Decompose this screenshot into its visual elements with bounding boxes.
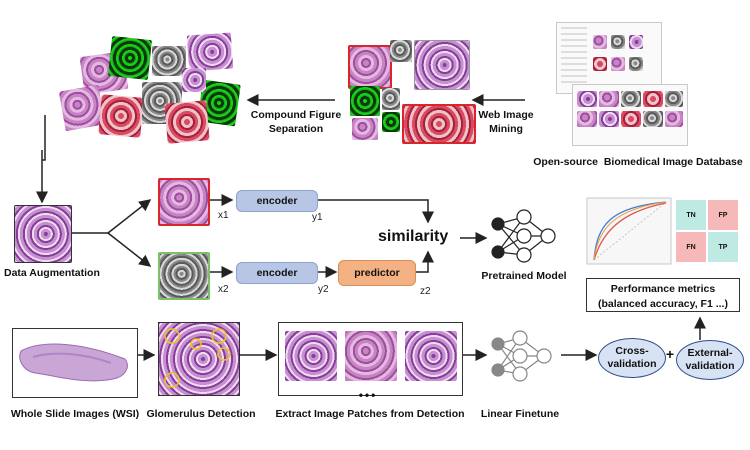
encoder-block-1: encoder	[236, 190, 318, 212]
line-to-augmentation	[42, 115, 46, 161]
detection-markers	[164, 328, 231, 388]
predictor-block: predictor	[338, 260, 416, 286]
arrow-fork-top	[107, 199, 152, 234]
var-y2: y2	[318, 284, 329, 295]
finetune-network-icon	[491, 330, 552, 382]
extract-patches-label: Extract Image Patches from Detection	[275, 408, 465, 420]
augmentation-input-image	[14, 205, 72, 263]
cm-fn: FN	[676, 232, 706, 262]
database-screenshots	[556, 22, 688, 147]
cross-validation-oval: Cross- validation	[598, 338, 666, 378]
var-x1: x1	[218, 210, 229, 221]
var-x2: x2	[218, 284, 229, 295]
performance-metrics-box: Performance metrics (balanced accuracy, …	[586, 278, 740, 312]
patches-ellipsis: •••	[358, 388, 378, 402]
external-validation-oval: External- validation	[676, 340, 744, 380]
compound-figure	[348, 40, 476, 144]
separated-figure-collage	[58, 32, 242, 144]
encoder-block-2: encoder	[236, 262, 318, 284]
patch-1	[285, 331, 337, 381]
cm-tp: TP	[708, 232, 738, 262]
cm-fp: FP	[708, 200, 738, 230]
view-x1-image	[158, 178, 210, 226]
similarity-label: similarity	[378, 228, 449, 245]
var-y1: y1	[312, 212, 323, 223]
patch-2	[345, 331, 397, 381]
linear-finetune-label: Linear Finetune	[480, 408, 560, 420]
arrow-fork-bottom	[107, 232, 152, 267]
patches-frame	[278, 322, 463, 396]
plus-symbol: +	[665, 346, 675, 362]
roc-plot	[586, 197, 672, 265]
compound-separation-label: Compound Figure Separation	[250, 109, 342, 135]
var-z2: z2	[420, 286, 431, 297]
database-label: Open-source Biomedical Image Database	[533, 156, 743, 168]
web-mining-label: Web Image Mining	[478, 109, 534, 135]
arrow-encoder1-similarity	[318, 199, 434, 224]
pretrained-model-label: Pretrained Model	[481, 270, 567, 282]
patch-3	[405, 331, 457, 381]
view-x2-image	[158, 252, 210, 300]
augmentation-label: Data Augmentation	[4, 267, 100, 279]
cm-tn: TN	[676, 200, 706, 230]
glomerulus-label: Glomerulus Detection	[146, 408, 256, 420]
pretrained-network-icon	[491, 209, 556, 263]
wsi-label: Whole Slide Images (WSI)	[10, 408, 140, 420]
wsi-image	[12, 328, 138, 398]
